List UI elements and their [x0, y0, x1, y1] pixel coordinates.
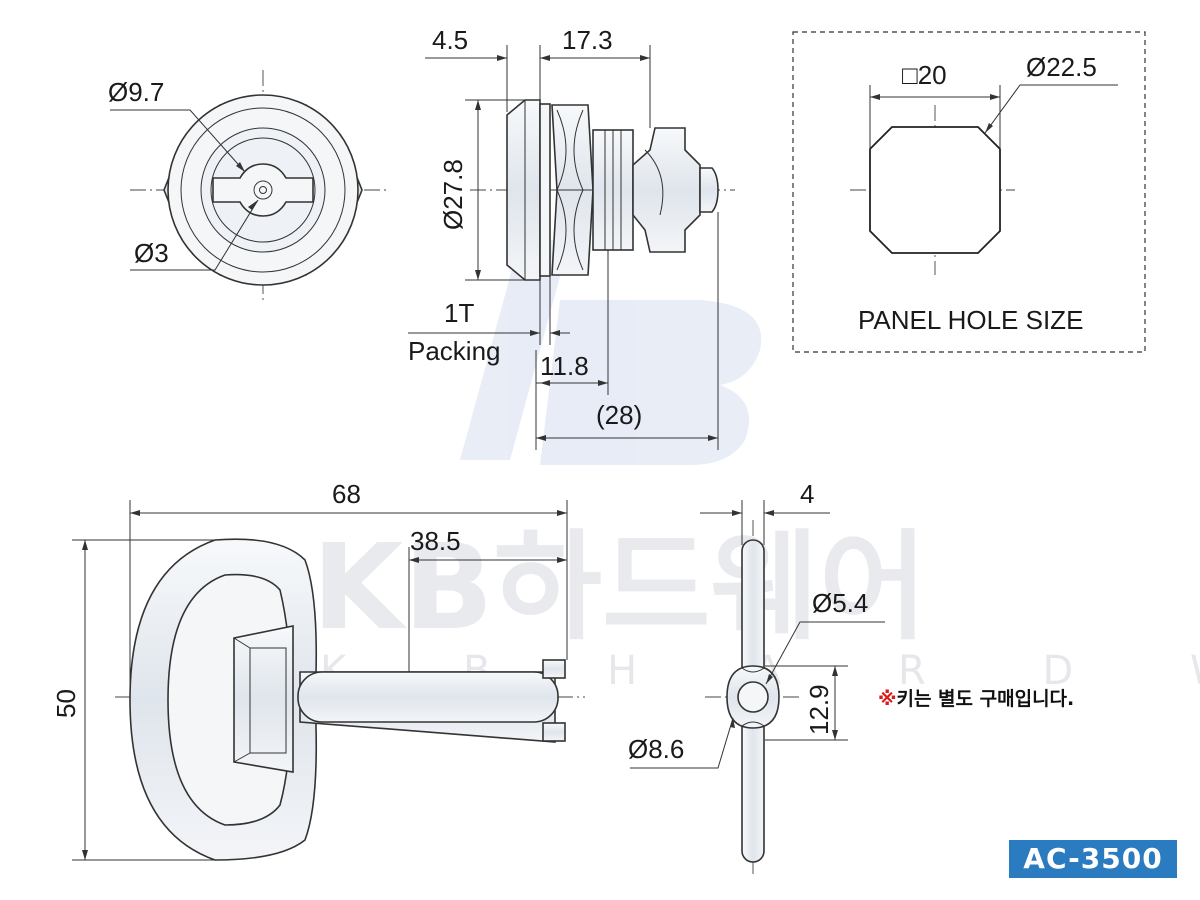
packing-label: Packing [408, 336, 501, 366]
dim-key-height: 50 [51, 689, 81, 718]
key-view [72, 500, 585, 861]
dim-key-shaft: 38.5 [410, 526, 461, 556]
dim-side-body: 17.3 [562, 25, 613, 55]
note-mark: ※ [878, 688, 896, 710]
panel-hole-size-label: PANEL HOLE SIZE [858, 305, 1083, 335]
dim-packing-thickness: 1T [444, 298, 474, 328]
dim-key-length: 68 [332, 479, 361, 509]
dim-side-total: (28) [596, 400, 642, 430]
dim-front-inner-diameter: Ø3 [134, 238, 169, 268]
dim-panel-diameter: Ø22.5 [1026, 52, 1097, 82]
dim-side-diameter: Ø27.8 [438, 159, 468, 230]
dim-side-flange: 4.5 [432, 25, 468, 55]
dim-key-small-diameter: Ø5.4 [812, 588, 868, 618]
key-end-view [630, 500, 885, 875]
watermark-brand-korean: KB하드웨어 [312, 518, 928, 656]
dim-key-large-diameter: Ø8.6 [628, 734, 684, 764]
panel-hole-view [792, 31, 1146, 353]
dim-front-outer-diameter: Ø9.7 [108, 77, 164, 107]
dim-key-thickness: 4 [800, 479, 814, 509]
model-badge: AC-3500 [1009, 840, 1177, 878]
note: ※키는 별도 구매입니다. [878, 688, 1074, 710]
kb-watermark-logo [460, 240, 762, 465]
side-view [408, 45, 735, 450]
dim-panel-square: □20 [902, 60, 947, 90]
note-text: 키는 별도 구매입니다. [896, 688, 1074, 710]
front-view [110, 70, 390, 300]
dim-key-width: 12.9 [804, 684, 834, 735]
dim-side-thread: 11.8 [540, 351, 589, 381]
